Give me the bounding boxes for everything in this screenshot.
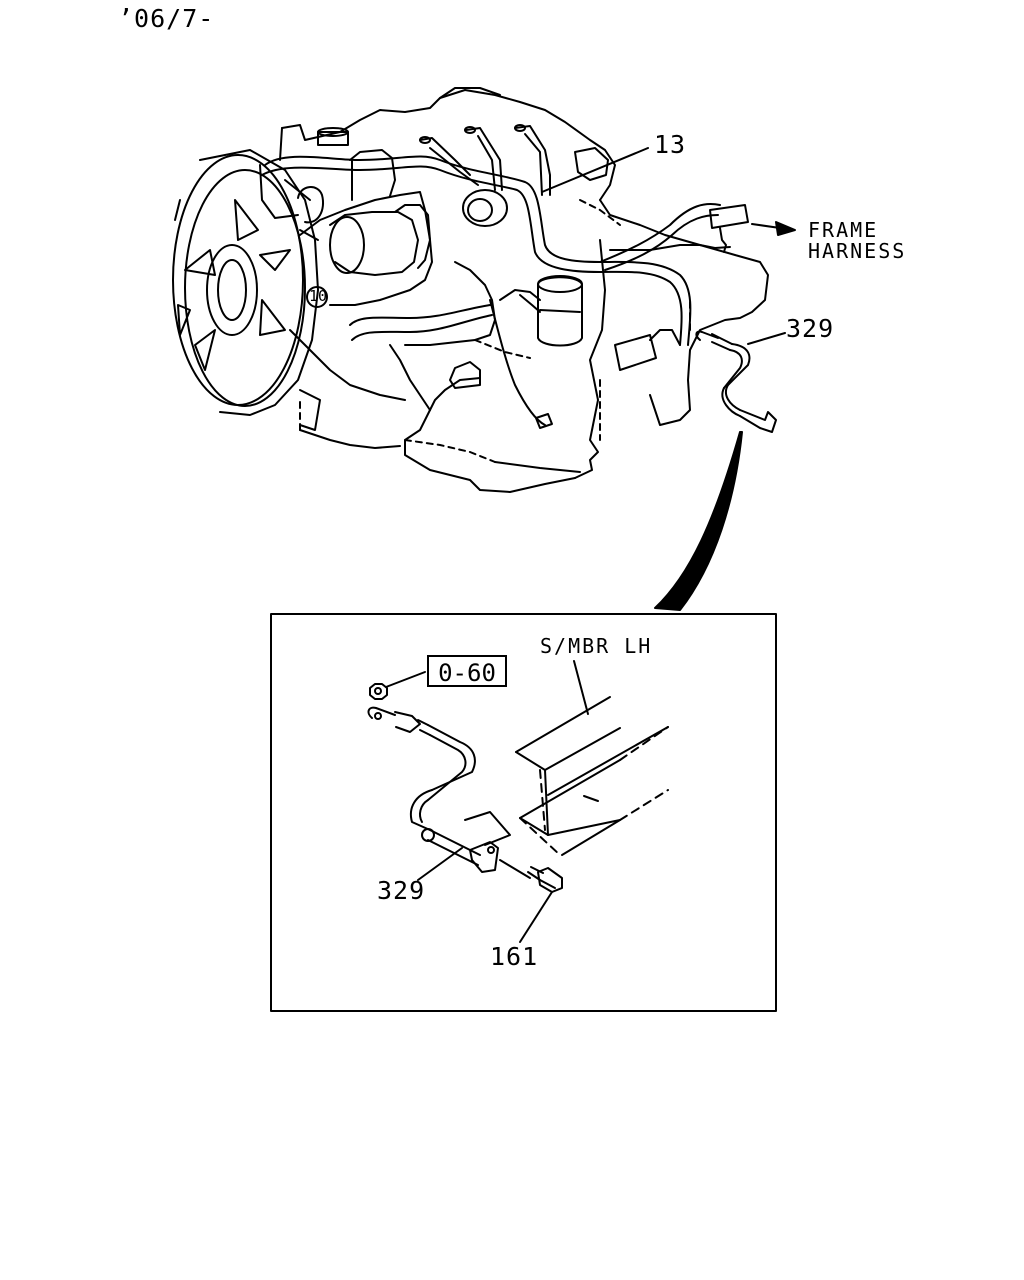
reference-label: 0-60 xyxy=(438,659,496,687)
bolt-161 xyxy=(527,866,563,893)
washer xyxy=(369,683,388,700)
callout-bracket-10: 10 xyxy=(309,287,328,305)
leader-329-detail xyxy=(417,847,463,881)
leader-side-member xyxy=(573,660,589,715)
leader-161 xyxy=(519,891,553,943)
ground-cable-detail xyxy=(367,706,531,879)
detail-frame xyxy=(270,613,777,1012)
leader-329-top xyxy=(747,332,786,345)
engine-block xyxy=(279,87,769,493)
callout-bolt-161: 161 xyxy=(490,942,539,971)
frame-harness-label-line2: HARNESS xyxy=(808,239,907,263)
frame-harness-label-line1: FRAME xyxy=(808,218,879,242)
callout-harness-13: 13 xyxy=(654,130,687,159)
cooling-fan xyxy=(172,149,321,431)
leader-13 xyxy=(541,147,649,193)
detail-callout-wedge xyxy=(654,431,743,611)
callout-329-detail: 329 xyxy=(377,876,426,905)
callout-329-top: 329 xyxy=(786,314,835,343)
side-member-label: S/MBR LH xyxy=(540,634,653,658)
leader-reference xyxy=(385,671,426,688)
engine-harness xyxy=(259,155,749,429)
side-member-lh xyxy=(515,696,669,856)
frame-harness-arrow-line xyxy=(751,223,781,229)
reference-box: 0-60 xyxy=(427,655,507,687)
frame-harness-arrowhead xyxy=(775,221,796,236)
bracket-marker-circle xyxy=(306,286,328,308)
ground-cable-installed xyxy=(695,330,777,433)
date-code: ’06/7- xyxy=(118,4,215,33)
